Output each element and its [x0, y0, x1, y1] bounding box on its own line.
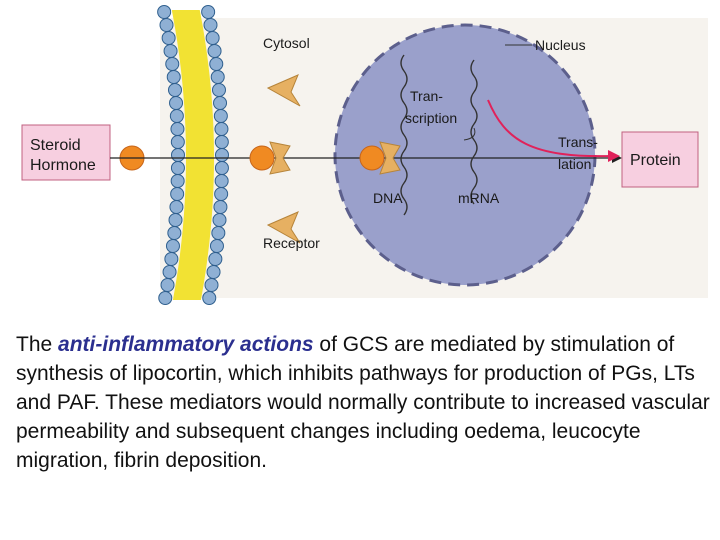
steroid-hormone-label-2: Hormone [30, 157, 96, 174]
caption-text: The anti-inflammatory actions of GCS are… [16, 330, 716, 475]
translation-label-2: lation [558, 156, 591, 172]
membrane-lipid-head [201, 5, 216, 19]
membrane-lipid-head [170, 122, 185, 136]
steroid-molecule-cytosol [249, 145, 275, 171]
membrane-lipid-head [164, 252, 179, 266]
caption-suffix: of GCS are mediated by stimulation of sy… [16, 333, 710, 472]
receptor-complex-nucleus [379, 141, 401, 175]
membrane-lipid-head [169, 109, 184, 123]
steroid-hormone-box [21, 124, 111, 181]
membrane-lipid-head [163, 44, 178, 58]
protein-label: Protein [630, 152, 681, 169]
membrane-lipid-head [214, 187, 229, 201]
membrane-lipid-head [170, 187, 185, 201]
membrane-lipid-head [158, 291, 173, 305]
steroid-molecule-nucleus [359, 145, 385, 171]
translation-label: Trans- [558, 134, 598, 150]
membrane-lipid-head [167, 226, 182, 240]
membrane-lipid-head [206, 265, 221, 279]
membrane-lipid-head [170, 148, 185, 162]
receptor-bottom [266, 211, 301, 244]
receptor-top [266, 74, 301, 107]
translation-arrow [487, 99, 613, 158]
membrane-lipid-head [157, 5, 172, 19]
membrane-lipid-head [167, 83, 182, 97]
membrane-lipid-head [209, 239, 224, 253]
membrane-lipid-head [213, 200, 228, 214]
caption-prefix: The [16, 333, 59, 356]
nucleus-label: Nucleus [535, 37, 586, 53]
steroid-hormone-mechanism-diagram: Steroid Hormone Protein Cytosol Receptor… [21, 5, 708, 305]
protein-box [621, 131, 699, 188]
membrane-lipid-head [202, 291, 217, 305]
steroid-hormone-label: Steroid [30, 137, 81, 154]
membrane-lipid-head [159, 18, 174, 32]
caption-emphasis: anti-inflammatory actions [58, 333, 314, 356]
membrane-lipid-head [170, 174, 185, 188]
membrane-lipid-tails [171, 10, 214, 300]
membrane-lipid-head [168, 213, 183, 227]
membrane-lipid-head [214, 135, 229, 149]
transcription-label-2: scription [405, 110, 457, 126]
membrane-lipid-head [214, 122, 229, 136]
membrane-lipid-head [161, 31, 176, 45]
membrane-lipid-head [211, 83, 226, 97]
membrane-lipid-head [170, 135, 185, 149]
transcription-label: Tran- [410, 88, 443, 104]
membrane-lipid-head [169, 96, 184, 110]
membrane-lipid-head [166, 70, 181, 84]
membrane-lipid-head [205, 31, 220, 45]
membrane-lipid-head [160, 278, 175, 292]
receptor-complex-cytosol [269, 141, 291, 175]
membrane-lipid-head [210, 70, 225, 84]
membrane-lipid-head [211, 226, 226, 240]
mrna-label: mRNA [458, 190, 500, 206]
membrane-lipid-head [170, 161, 185, 175]
dna-label: DNA [373, 190, 403, 206]
membrane-lipid-head [169, 200, 184, 214]
membrane-lipid-head [165, 239, 180, 253]
mrna-strand [470, 59, 478, 205]
receptor-label: Receptor [263, 235, 320, 251]
nucleus-body [333, 23, 597, 287]
membrane-lipid-head [162, 265, 177, 279]
membrane-lipid-head [213, 109, 228, 123]
dna-strand [400, 54, 408, 216]
transcription-arrow [463, 127, 476, 141]
membrane-lipid-head [204, 278, 219, 292]
translation-arrowhead [608, 150, 620, 162]
membrane-lipid-head [214, 148, 229, 162]
membrane-lipid-head [213, 96, 228, 110]
cytosol-label: Cytosol [263, 35, 310, 51]
membrane-lipid-head [209, 57, 224, 71]
membrane-lipid-head [165, 57, 180, 71]
membrane-lipid-head [212, 213, 227, 227]
membrane-lipid-head [214, 161, 229, 175]
membrane-lipid-head [203, 18, 218, 32]
membrane-lipid-head [214, 174, 229, 188]
membrane-lipid-head [207, 44, 222, 58]
membrane-lipid-head [208, 252, 223, 266]
